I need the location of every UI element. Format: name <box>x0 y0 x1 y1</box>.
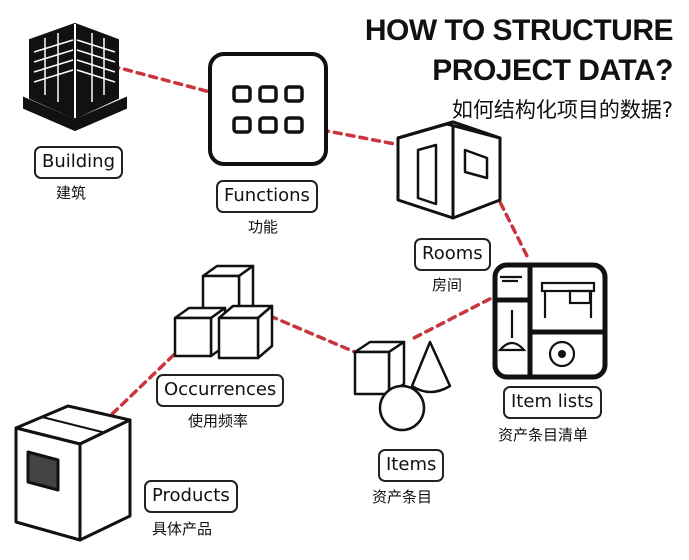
building-icon <box>23 22 127 132</box>
room-icon <box>396 120 502 220</box>
product-box-icon <box>14 404 132 542</box>
node-label-item-lists: Item lists <box>503 386 602 419</box>
item-list-icon <box>492 262 608 380</box>
node-sublabel-item-lists: 资产条目清单 <box>498 426 589 444</box>
title-line-3: 如何结构化项目的数据? <box>451 98 673 122</box>
node-label-products: Products <box>144 480 238 513</box>
node-sublabel-occurrences: 使用频率 <box>188 412 249 430</box>
node-label-functions: Functions <box>216 180 318 213</box>
node-sublabel-functions: 功能 <box>248 218 279 236</box>
node-label-occurrences: Occurrences <box>156 374 285 407</box>
node-label-rooms: Rooms <box>414 238 491 271</box>
node-label-items: Items <box>378 449 445 482</box>
node-sublabel-products: 具体产品 <box>152 520 213 538</box>
functions-grid-icon <box>208 52 328 166</box>
node-sublabel-rooms: 房间 <box>432 276 463 294</box>
title-line-1: HOW TO STRUCTURE <box>364 14 674 47</box>
connector-building-functions <box>110 64 212 94</box>
node-sublabel-items: 资产条目 <box>372 488 433 506</box>
connector-occurrences-items <box>268 314 364 357</box>
node-sublabel-building: 建筑 <box>56 184 87 202</box>
node-label-building: Building <box>34 146 124 179</box>
connector-occurrences-products <box>106 344 185 420</box>
title-line-2: PROJECT DATA? <box>432 54 673 87</box>
cubes-stack-icon <box>173 264 274 360</box>
items-shapes-icon <box>353 340 452 432</box>
